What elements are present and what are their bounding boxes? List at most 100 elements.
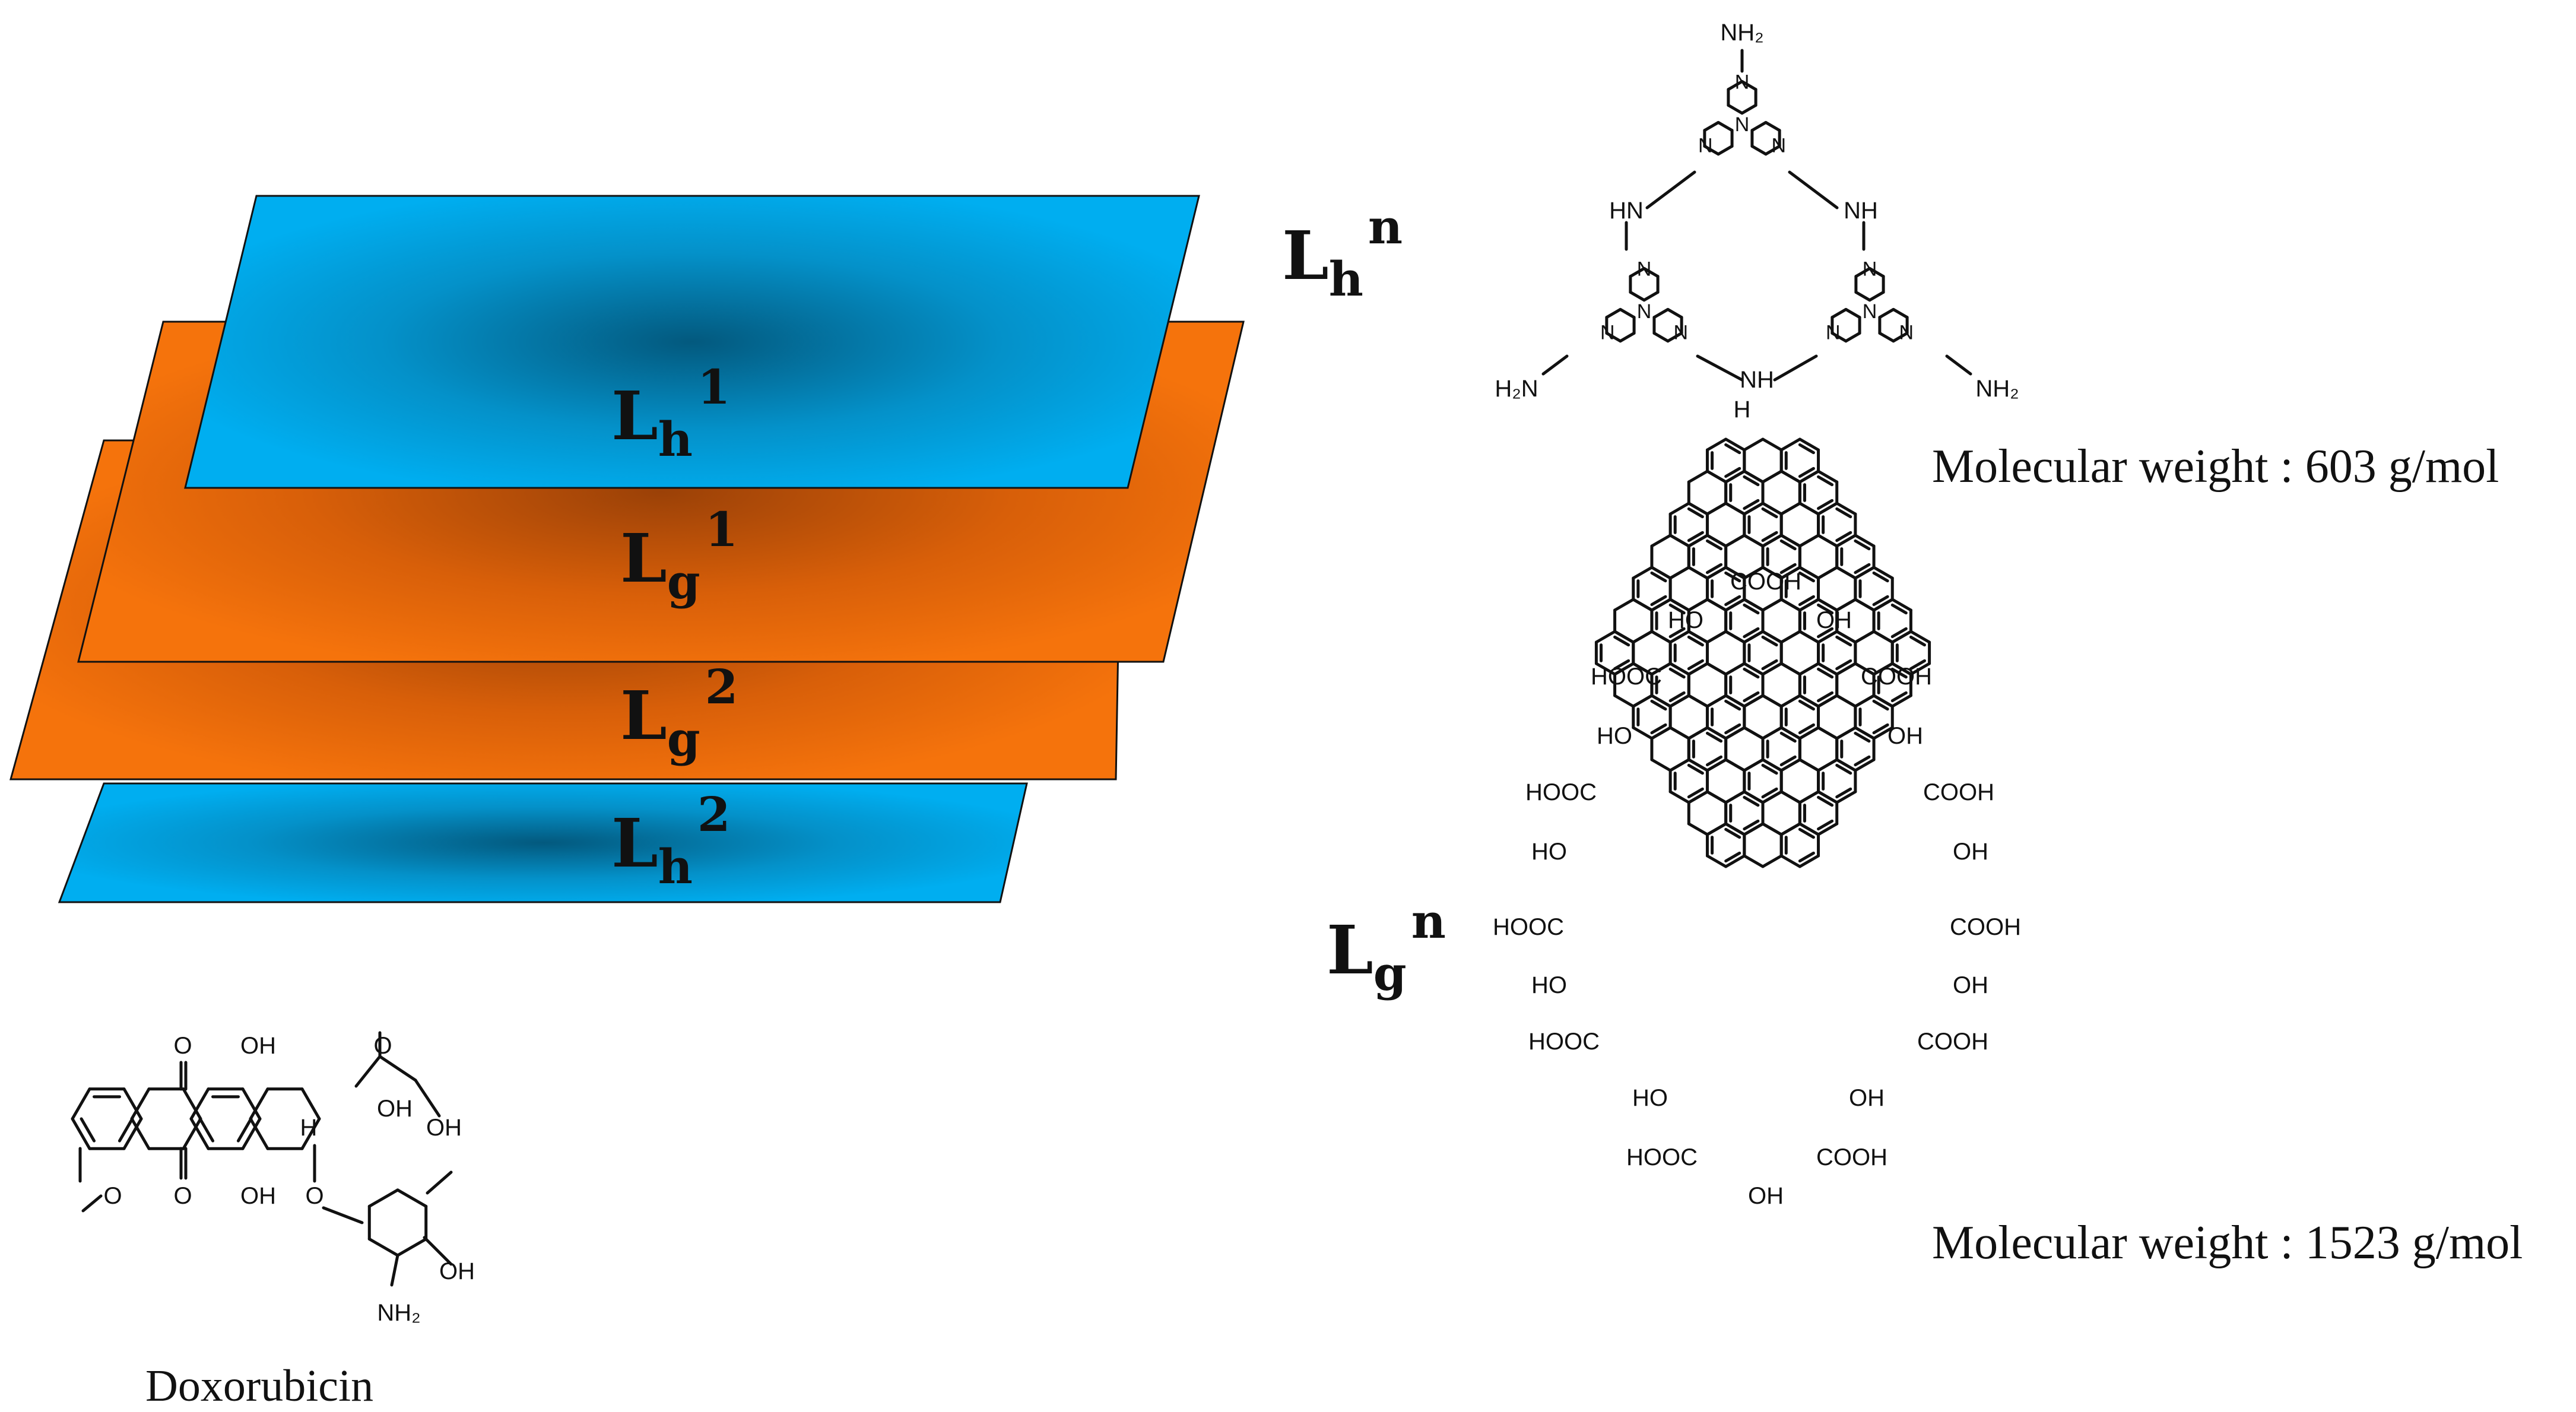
sugar-ring-bond [367,1188,399,1208]
double-bond [1687,635,1704,647]
hooc-label: HOOC [1626,1144,1698,1170]
graphene-ring-bond [1705,822,1728,836]
double-bond [1668,603,1686,615]
graphene-ring-bond [1743,534,1765,548]
triazine-bond [1844,331,1861,343]
graphene-ring-bond [1798,437,1820,452]
triazine-bond [1892,331,1909,343]
double-bond [1854,539,1871,551]
graphene-ring-bond [1761,694,1783,708]
graphene-ring-bond [1872,598,1894,612]
double-bond [1835,659,1852,671]
n-atom-label: N [1735,113,1750,136]
double-bond [1779,755,1797,767]
double-bond [1687,787,1704,799]
graphene-ring-bond [1872,566,1894,580]
double-bond [1668,667,1686,679]
graphene-ring-bond [1724,726,1746,740]
graphene-ring-bond [1650,534,1672,548]
graphene-ring-bond [1687,469,1709,484]
graphene-ring-bond [1779,694,1801,708]
graphene-ring-bond [1798,630,1820,644]
graphene-ring-bond [1668,726,1690,740]
double-bond [1817,667,1834,679]
double-bond [1724,467,1741,478]
graphene-ring-bond [1687,822,1709,836]
graphene-ring-bond [1668,758,1690,772]
double-bond [1835,531,1852,542]
triazine-bond [1844,307,1861,319]
double-bond [1743,603,1760,615]
triazine-bond [1878,331,1895,343]
n-atom-label: N [1863,300,1877,323]
graphene-ring-bond [1724,694,1746,708]
nh2-label: NH₂ [1720,20,1763,46]
n-atom-label: N [1771,135,1786,157]
doxorubicin-caption: Doxorubicin [145,1361,373,1411]
sugar-ring-bond [396,1188,428,1208]
triazine-bond [1831,331,1848,343]
graphene-ring-bond [1705,502,1728,516]
dox-ring-bond [71,1117,91,1150]
graphene-ring-bond [1705,758,1728,772]
hooc-label: HOOC [1591,664,1662,690]
graphene-ring-bond [1687,694,1709,708]
graphene-ring-bond [1632,566,1654,580]
graphene-ring-bond [1761,790,1783,804]
graphene-ring-bond [1724,502,1746,516]
double-bond [1817,603,1834,615]
glycoside-bond [322,1206,364,1224]
sugar-bond [390,1254,399,1287]
graphene-ring-bond [1798,534,1820,548]
graphene-ring-bond [1687,566,1709,580]
graphene-ring-bond [1743,630,1765,644]
graphene-ring-bond [1632,598,1654,612]
double-bond [1705,755,1723,767]
graphene-ring-bond [1705,566,1728,580]
amine-bond [1541,354,1569,376]
double-bond [1890,691,1908,703]
methoxy-o-label: O [103,1183,122,1209]
graphene-ring-bond [1798,598,1820,612]
hooc-label: HOOC [1525,779,1597,805]
graphene-ring-bond [1613,662,1635,676]
graphene-ring-bond [1798,662,1820,676]
double-bond [236,1117,253,1143]
graphene-ring-bond [1779,534,1801,548]
graphene-ring-bond [1724,790,1746,804]
graphene-ring-bond [1909,630,1931,644]
n-atom-label: N [1863,258,1877,281]
n-atom-label: N [1637,300,1652,323]
graphene-ring-bond [1724,662,1746,676]
graphene-ring-bond [1779,790,1801,804]
n-atom-label: N [1600,322,1615,344]
graphene-ring-bond [1668,630,1690,644]
sugar-bond [423,1236,453,1266]
graphene-ring-bond [1761,437,1783,452]
double-bond [1724,443,1741,455]
layer-label-lg1: Lg1 [620,502,738,610]
cooh-label: COOH [1730,569,1801,595]
graphene-ring-bond [1854,662,1876,676]
graphene-ring-bond [1743,566,1765,580]
graphene-ring-bond [1650,758,1672,772]
oh-label: OH [1849,1085,1885,1111]
dox-ring-bond [189,1117,210,1150]
oh-label: OH [240,1183,276,1209]
graphene-ring-bond [1724,534,1746,548]
oh-label: OH [240,1033,276,1059]
graphene-ring-bond [1779,758,1801,772]
double-bond [1798,443,1815,455]
triazine-bond [1619,331,1636,343]
label-lhn: Lhn [1282,199,1403,307]
o-label: O [173,1033,192,1059]
triazine-bond [1605,307,1622,319]
double-bond [1724,851,1741,863]
graphene-ring-bond [1779,662,1801,676]
double-bond [1890,627,1908,639]
double-bond [1890,667,1908,679]
graphene-ring-bond [1761,630,1783,644]
double-bond [1724,571,1741,583]
h-label: H [1734,396,1751,423]
